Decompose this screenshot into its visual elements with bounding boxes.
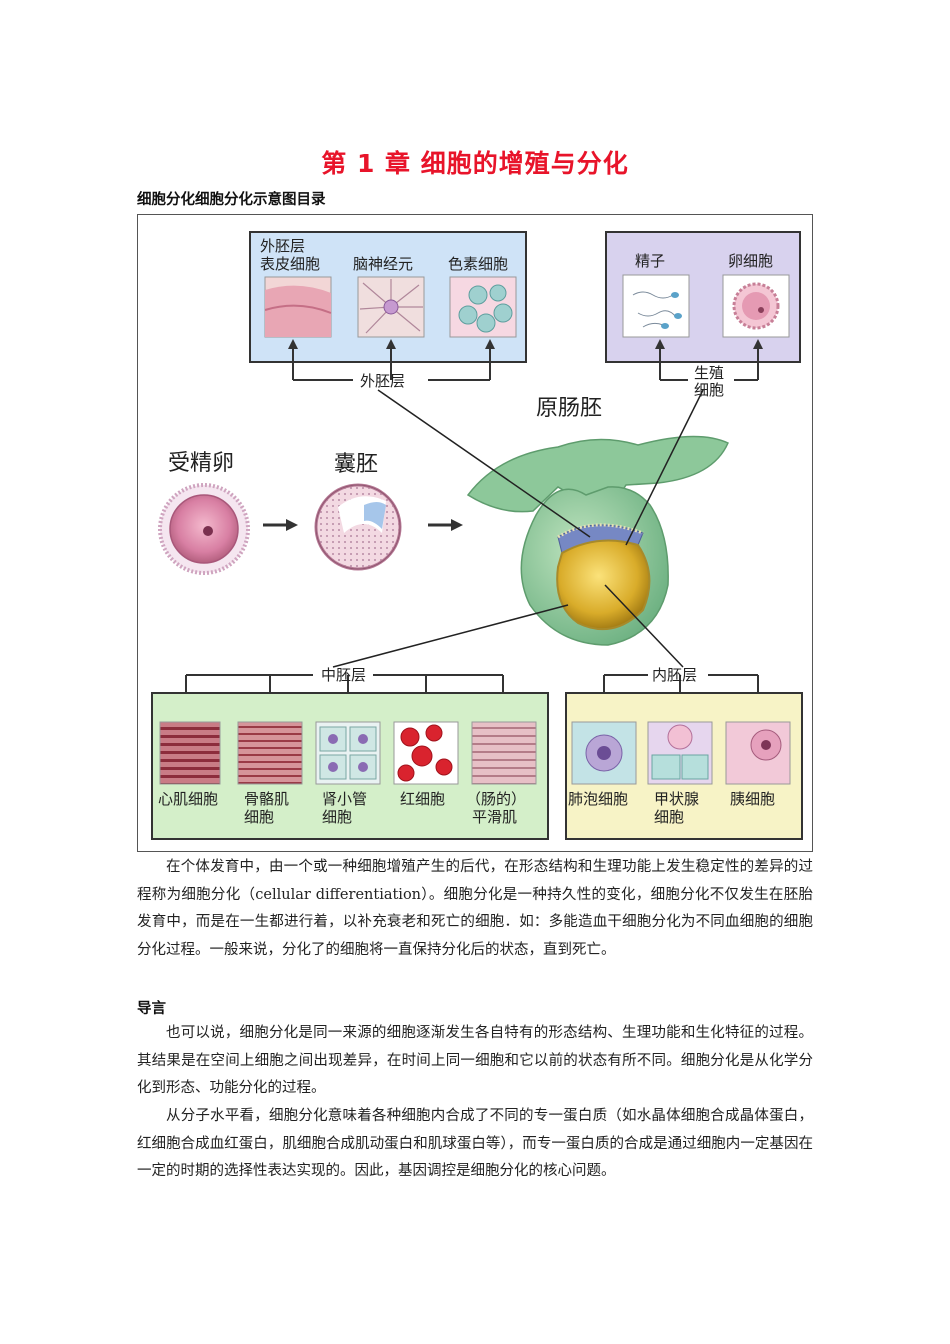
renal-tubule-label-line1: 肾小管 [322,790,368,808]
paragraph-molecular-level: 从分子水平看，细胞分化意味着各种细胞内合成了不同的专一蛋白质（如水晶体细胞合成晶… [137,1108,813,1179]
thyroid-cell-label-line2: 细胞 [654,808,685,826]
red-blood-cell-label: 红细胞 [400,790,446,808]
ectoderm-epidermal-label-line1: 外胚层 [260,237,306,255]
endoderm-label: 内胚层 [652,666,698,684]
smooth-muscle-label-line2: 平滑肌 [472,808,518,826]
egg-cell-label: 卵细胞 [728,252,774,270]
paragraph-definition: 在个体发育中，由一个或一种细胞增殖产生的后代，在形态结构和生理功能上发生稳定性的… [137,859,813,958]
renal-tubule-label-line2: 细胞 [322,808,353,826]
figure-caption: 细胞分化细胞分化示意图目录 [137,192,326,208]
ectoderm-label: 外胚层 [360,372,406,390]
diagram-graphics [151,231,803,840]
mesoderm-label: 中胚层 [321,666,367,684]
paragraph-introduction: 也可以说，细胞分化是同一来源的细胞逐渐发生各自特有的形态结构、生理功能和生化特征… [137,1025,813,1096]
blastula-label: 囊胚 [334,452,379,477]
gastrula-label: 原肠胚 [536,396,603,421]
ectoderm-epidermal-label-line2: 表皮细胞 [260,255,321,273]
section-heading-introduction: 导言 [137,1001,166,1017]
skeletal-muscle-label-line2: 细胞 [244,808,275,826]
cardiac-muscle-label: 心肌细胞 [158,790,219,808]
germ-cell-label-line1: 生殖 [694,364,725,382]
chapter-title: 第 1 章 细胞的增殖与分化 [321,149,629,178]
skeletal-muscle-label-line1: 骨骼肌 [244,790,290,808]
germ-cell-label-line2: 细胞 [694,381,725,399]
alveolar-cell-label: 肺泡细胞 [568,790,629,808]
smooth-muscle-label-line1: （肠的） [466,790,527,808]
cell-differentiation-diagram: 外胚层 表皮细胞 脑神经元 色素细胞 外胚层 精子 卵细胞 生殖 细胞 受精卵 … [137,214,813,852]
sperm-label: 精子 [635,252,666,270]
neuron-label: 脑神经元 [353,255,414,273]
fertilized-egg-label: 受精卵 [168,451,235,476]
pigment-cell-label: 色素细胞 [448,255,509,273]
pancreatic-cell-label: 胰细胞 [730,790,776,808]
thyroid-cell-label-line1: 甲状腺 [654,790,700,808]
